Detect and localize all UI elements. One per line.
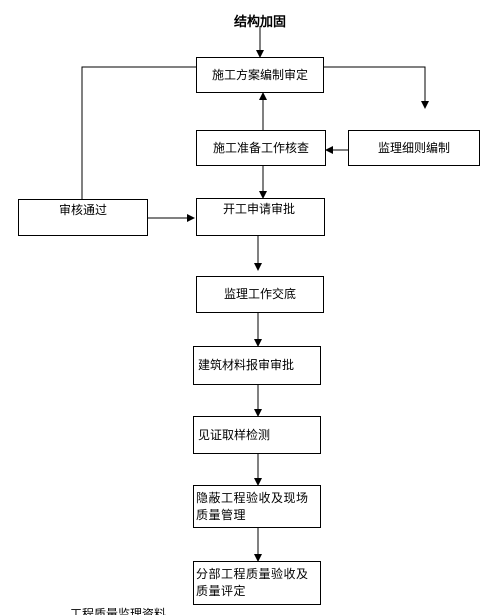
node-start-application: 开工申请审批 bbox=[196, 198, 325, 236]
node-approval-passed: 审核通过 bbox=[18, 199, 148, 236]
node-material-approval: 建筑材料报审审批 bbox=[193, 346, 321, 385]
node-hidden-works: 隐蔽工程验收及现场 质量管理 bbox=[193, 485, 321, 528]
arrow-plan-to-rules bbox=[324, 66, 429, 109]
node-supervision-briefing: 监理工作交底 bbox=[196, 276, 324, 313]
node-prep-check: 施工准备工作核查 bbox=[196, 130, 326, 166]
node-supervision-rules: 监理细则编制 bbox=[348, 130, 480, 166]
node-sub-project-quality: 分部工程质量验收及 质量评定 bbox=[193, 561, 321, 605]
arrow-plan-to-approval bbox=[81, 66, 196, 199]
node-plan-review: 施工方案编制审定 bbox=[196, 57, 324, 93]
node-witness-sampling: 见证取样检测 bbox=[193, 416, 321, 454]
bottom-text-fragment: 工程质量监理资料 bbox=[70, 607, 167, 615]
diagram-title: 结构加固 bbox=[233, 15, 286, 30]
